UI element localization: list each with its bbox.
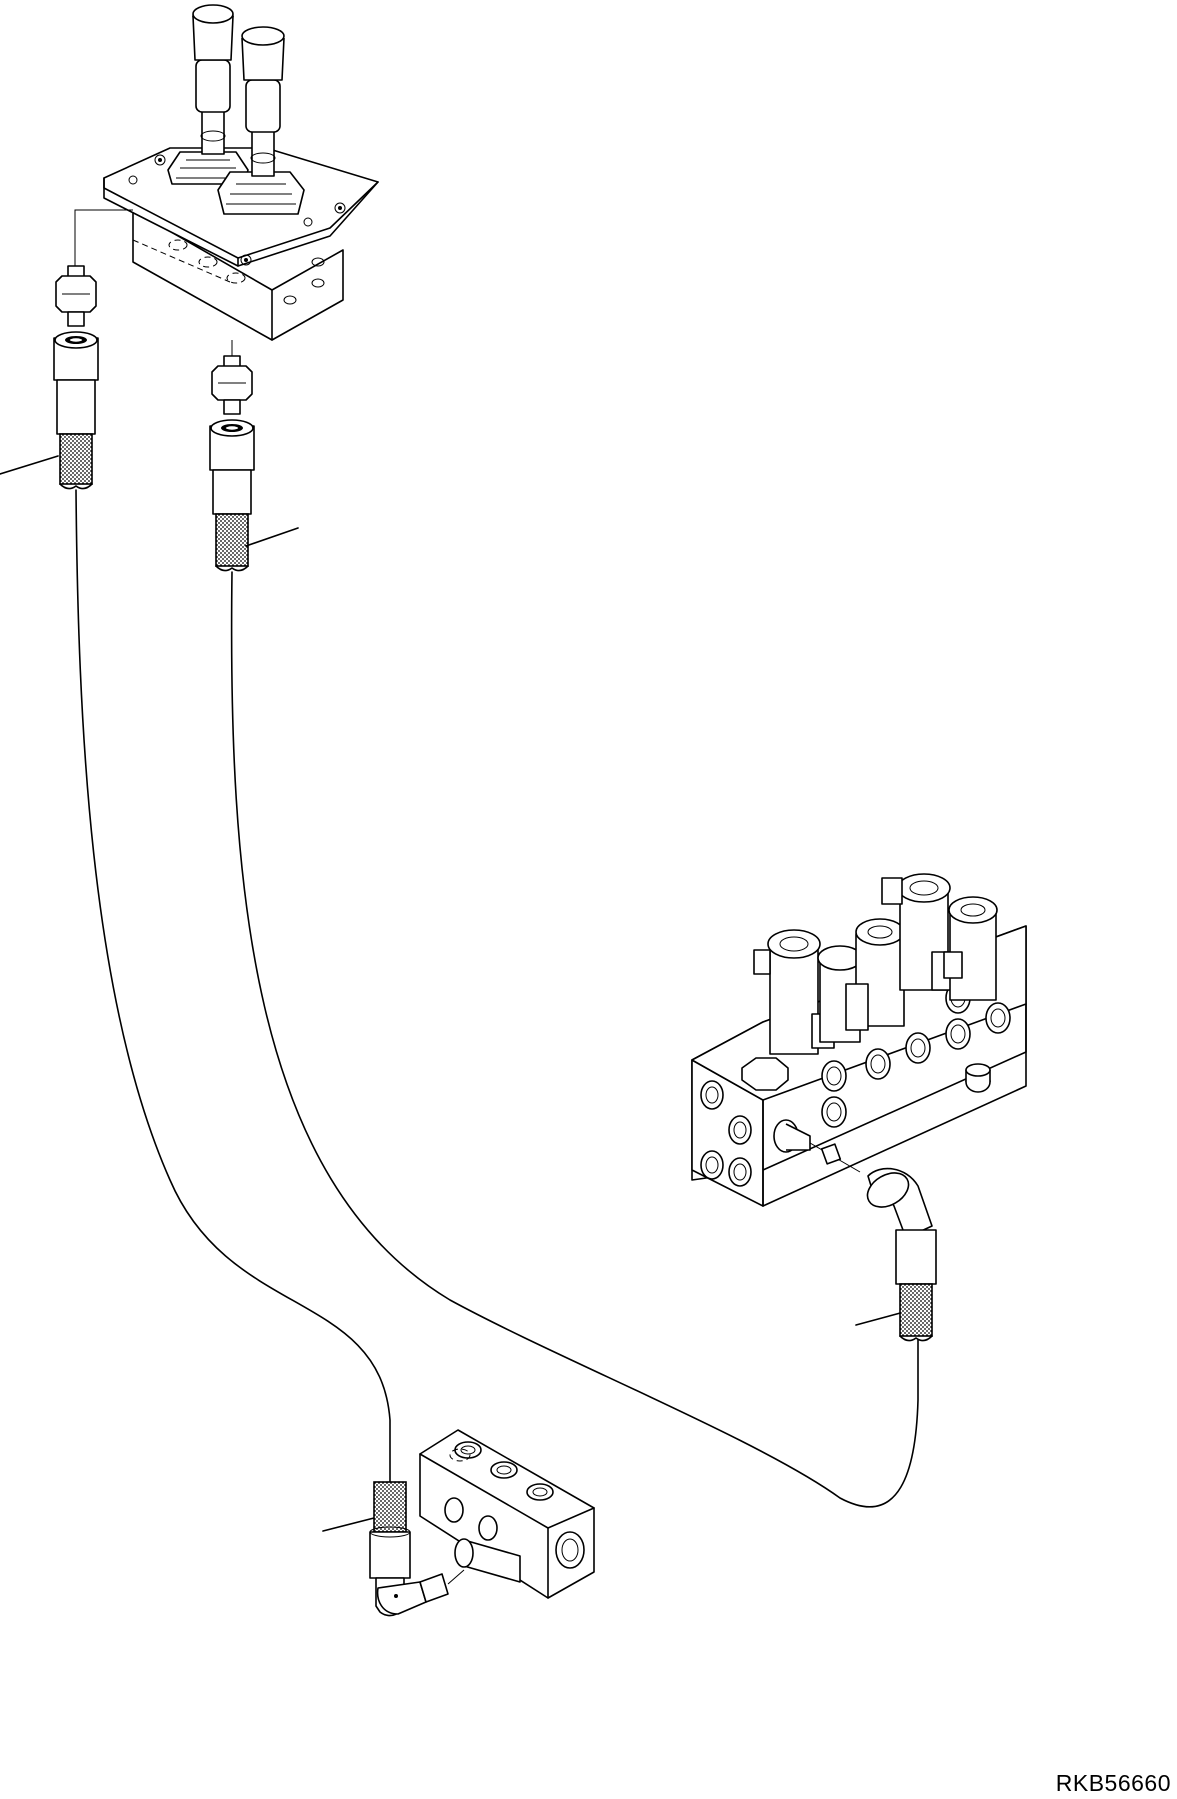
leader-line-2 <box>245 527 299 547</box>
hose-line-right <box>230 571 919 1508</box>
leader-line-1 <box>0 455 59 475</box>
right-hose-end <box>209 419 255 572</box>
left-hose-end <box>53 331 99 490</box>
port-block <box>419 1429 595 1599</box>
bottom-hose-end-elbow <box>369 1481 465 1617</box>
leader-line-4 <box>322 1517 375 1532</box>
drawing-code: RKB56660 <box>1055 1770 1171 1796</box>
leader-line-3 <box>855 1311 905 1326</box>
left-adapter-fitting <box>55 265 97 327</box>
manifold-elbow-hose-end <box>773 1119 937 1342</box>
ppc-joystick-valve <box>74 4 379 362</box>
solenoid-valve-manifold <box>691 873 1027 1207</box>
right-adapter-fitting <box>211 355 253 415</box>
hose-line-left <box>75 489 391 1483</box>
